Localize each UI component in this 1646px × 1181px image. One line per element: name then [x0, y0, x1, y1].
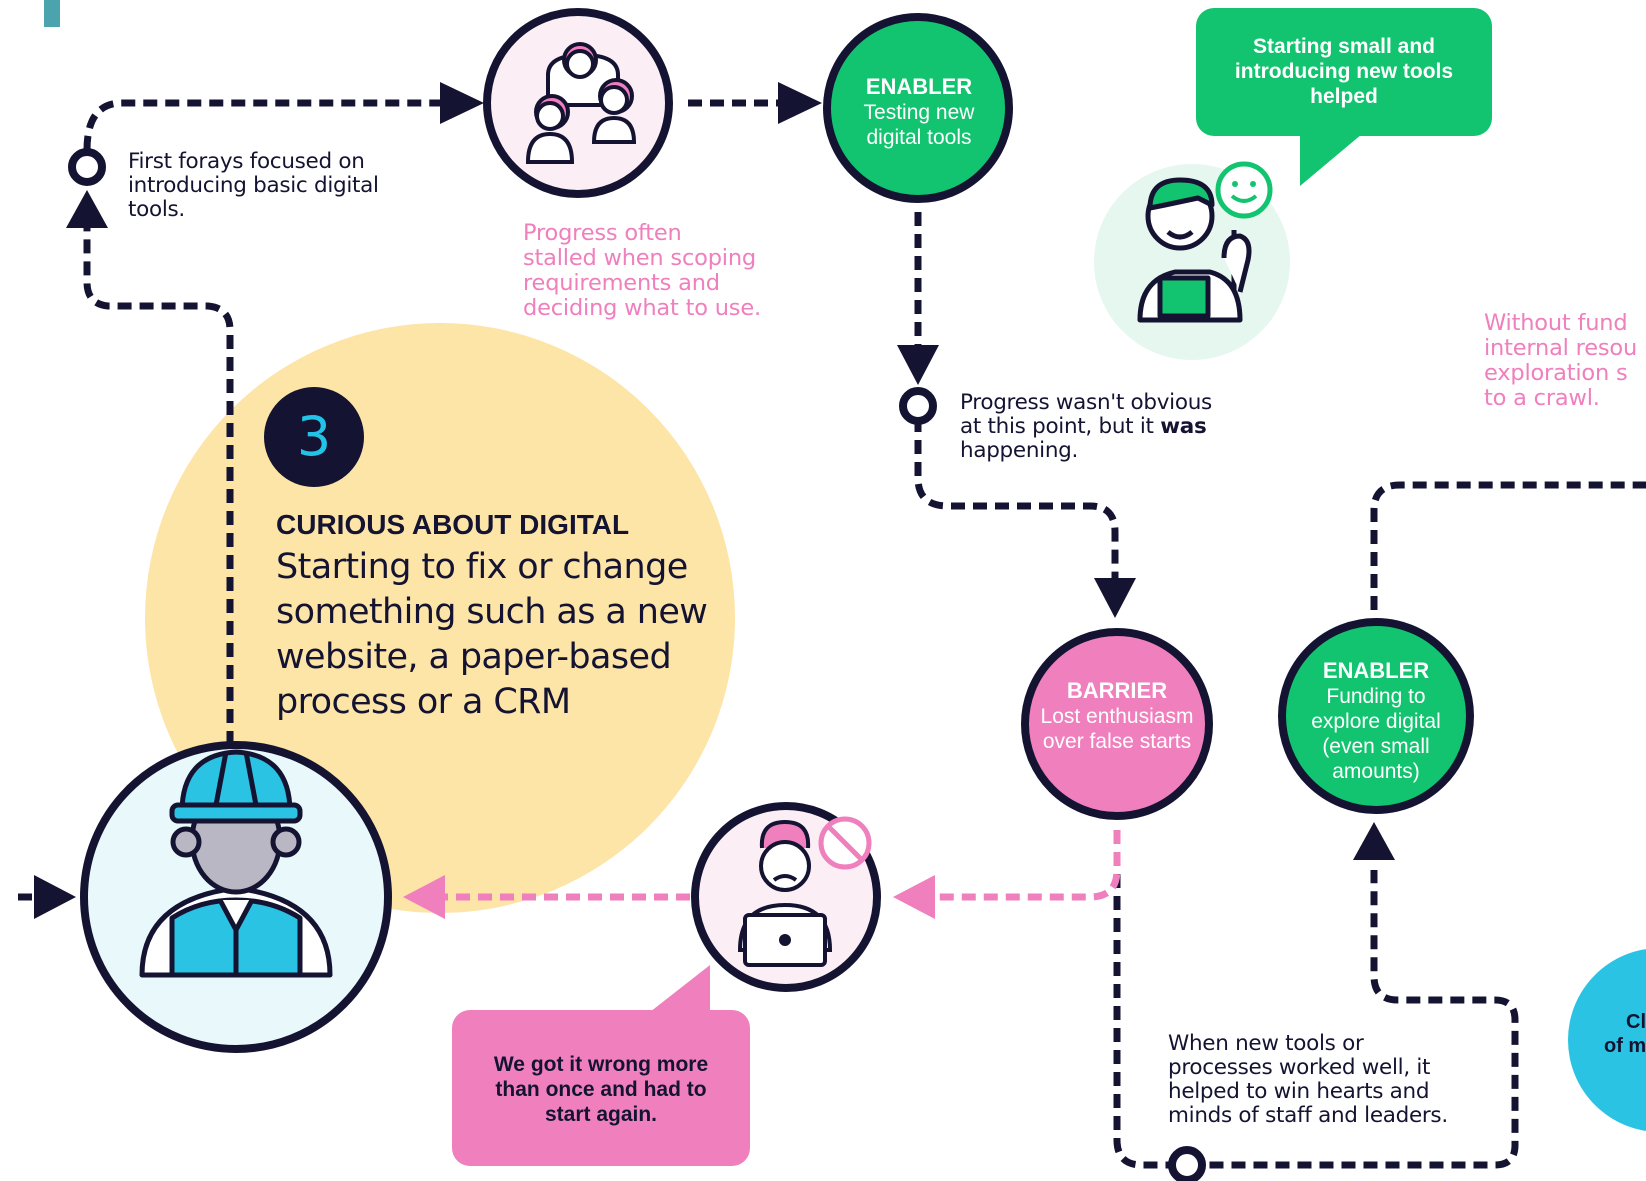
first-forays-note: First forays focused on introducing basi… [128, 150, 428, 222]
enabler-funding-node [1278, 618, 1474, 814]
note-line: Progress often [523, 220, 682, 246]
arrow-down-head [1094, 578, 1136, 618]
arrow-right-head [34, 875, 76, 919]
arrow-right-head [778, 82, 822, 124]
progress-stalled-note: Progress often stalled when scoping requ… [523, 221, 813, 321]
people-group-icon [525, 42, 637, 164]
partial-line: Cl [1626, 1011, 1646, 1033]
note-emphasis: was [1160, 414, 1207, 439]
next-stage-text: Cl of m [1604, 1010, 1646, 1058]
milestone-ring [899, 387, 937, 425]
milestone-ring [1168, 1146, 1206, 1181]
barrier-enthusiasm-node [1021, 628, 1213, 820]
stage-number: 3 [296, 405, 332, 468]
bubble-line: Starting small and [1252, 35, 1436, 58]
without-funding-note: Without fund internal resou exploration … [1484, 311, 1646, 411]
starting-small-text: Starting small and introducing new tools… [1198, 34, 1490, 109]
note-line: exploration s [1484, 360, 1628, 386]
node-line: Funding to [1326, 685, 1426, 708]
stage-kicker: CURIOUS ABOUT DIGITAL [276, 509, 630, 540]
milestone-ring [68, 148, 106, 186]
note-line: internal resou [1484, 335, 1638, 361]
starting-small-bubble [1196, 8, 1492, 186]
note-line: minds of staff and leaders. [1168, 1103, 1448, 1128]
note-fragment: at this point, but it [960, 414, 1161, 439]
enabler-funding-label: ENABLER Funding to explore digital (even… [1290, 658, 1462, 784]
node-line: explore digital [1311, 710, 1441, 733]
frustrated-circle [691, 802, 881, 992]
note-line: Without fund [1484, 311, 1628, 336]
bubble-line: We got it wrong more [493, 1053, 709, 1076]
prohibited-icon [818, 816, 872, 870]
note-line: deciding what to use. [523, 295, 761, 321]
smiling-person-thumbs-up-icon [1094, 161, 1290, 360]
arrow-up-head [66, 190, 108, 228]
enabler-testing-label: ENABLER Testing new digital tools [835, 74, 1003, 150]
arrow-up-head [1353, 822, 1395, 860]
frustrated-person-laptop-icon [737, 819, 833, 967]
next-stage-circle [1568, 949, 1646, 1131]
bubble-line: than once and had to [495, 1078, 707, 1101]
node-line: amounts) [1332, 760, 1420, 783]
node-heading: ENABLER [1322, 658, 1430, 683]
note-line: to a crawl. [1484, 385, 1600, 411]
note-line: tools. [128, 197, 185, 222]
node-line: Testing new [863, 101, 975, 124]
team-circle [483, 8, 673, 198]
note-line: First forays focused on [128, 149, 365, 174]
bubble-line: helped [1310, 85, 1378, 108]
note-line: at this point, but it was [960, 415, 1260, 439]
arrow-right-head [440, 82, 484, 124]
note-line: introducing basic digital [128, 173, 379, 198]
node-line: Lost enthusiasm [1040, 705, 1194, 728]
enabler-testing-node [823, 13, 1013, 203]
got-it-wrong-bubble [452, 965, 750, 1166]
note-line: requirements and [523, 270, 720, 296]
bubble-line: start again. [544, 1103, 658, 1126]
smiley-face-icon [1215, 161, 1273, 219]
corner-marker [44, 0, 60, 27]
stage-number-badge [264, 387, 364, 487]
setback-path [445, 830, 1121, 901]
journey-path [18, 99, 1646, 1169]
got-it-wrong-text: We got it wrong more than once and had t… [454, 1052, 748, 1127]
progress-obvious-note: Progress wasn't obvious at this point, b… [960, 391, 1260, 463]
arrow-left-head [403, 875, 445, 919]
arrow-left-head [893, 875, 935, 919]
note-line: happening. [960, 438, 1079, 463]
node-line: (even small [1322, 735, 1430, 758]
node-heading: BARRIER [1066, 678, 1168, 703]
arrow-down-head [897, 345, 939, 385]
worker-circle [80, 741, 392, 1053]
barrier-label: BARRIER Lost enthusiasm over false start… [1030, 678, 1204, 754]
bubble-line: introducing new tools [1234, 60, 1454, 83]
note-line: processes worked well, it [1168, 1055, 1431, 1080]
note-line: When new tools or [1168, 1031, 1364, 1056]
node-heading: ENABLER [865, 74, 973, 99]
new-tools-note: When new tools or processes worked well,… [1168, 1032, 1498, 1128]
construction-worker-icon [139, 749, 333, 978]
note-line: helped to win hearts and [1168, 1079, 1430, 1104]
note-line: Progress wasn't obvious [960, 390, 1212, 415]
node-line: digital tools [866, 126, 972, 149]
stage-title: Starting to fix or change something such… [276, 547, 708, 722]
note-line: stalled when scoping [523, 245, 756, 271]
partial-line: of m [1604, 1035, 1646, 1057]
node-line: over false starts [1042, 730, 1192, 753]
